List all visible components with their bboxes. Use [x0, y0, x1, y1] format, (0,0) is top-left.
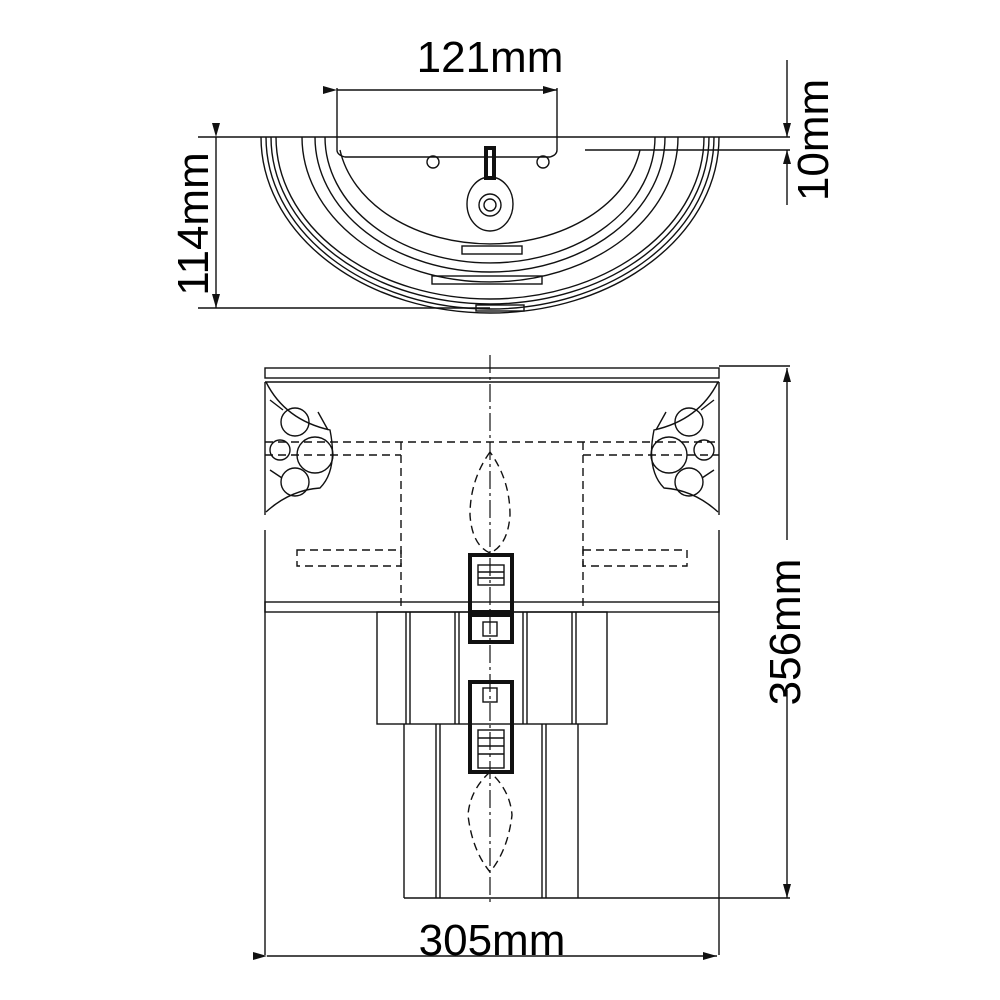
svg-text:121mm: 121mm	[417, 33, 564, 82]
svg-text:356mm: 356mm	[761, 559, 810, 706]
svg-text:114mm: 114mm	[169, 152, 218, 295]
lamp-holder-lower	[468, 680, 514, 774]
dimension-305mm: 305mm	[253, 916, 717, 965]
pierced-pattern-left	[265, 381, 334, 513]
svg-text:305mm: 305mm	[419, 916, 566, 965]
dimension-121mm: 121mm	[323, 33, 564, 94]
svg-text:10mm: 10mm	[789, 79, 838, 201]
lamp-holder-upper	[468, 553, 514, 617]
front-view	[264, 355, 790, 955]
candle-bulb-bottom	[467, 771, 513, 874]
dimension-114mm: 114mm	[169, 123, 490, 309]
dimension-10mm: 10mm	[783, 60, 838, 205]
pierced-pattern-right	[650, 381, 719, 513]
candle-bulb-top	[469, 450, 511, 554]
top-view	[198, 88, 790, 314]
dimension-356mm: 356mm	[719, 365, 810, 898]
backplate-outline	[336, 137, 558, 158]
lamp-holder-top	[466, 176, 514, 232]
arm	[484, 146, 496, 180]
